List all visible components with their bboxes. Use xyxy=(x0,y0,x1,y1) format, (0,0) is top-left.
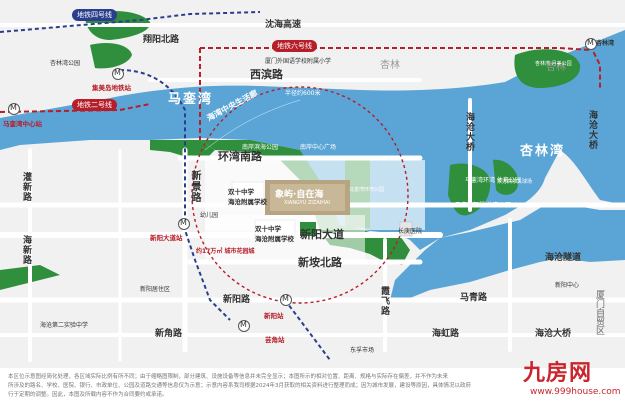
project-tile-inner xyxy=(270,184,345,211)
island-north xyxy=(514,49,581,88)
road-label-maxiang: 翔阳北路 xyxy=(143,35,180,45)
project-name: 象屿·自在海 xyxy=(275,190,324,200)
metro-pill-line-4: 地铁四号线 xyxy=(72,9,117,21)
road-label-huanwan-south: 环湾南路 xyxy=(218,150,262,163)
road-label-xinan-north: 新垵北路 xyxy=(298,256,342,269)
metro-line-6 xyxy=(200,47,591,51)
poi-kindergarten: 幼儿园 xyxy=(200,212,219,219)
metro-station-east-icon xyxy=(585,38,597,50)
poi-south-plaza: 南岸中心广场 xyxy=(300,144,337,151)
metro-station-yuanbo-icon xyxy=(280,294,292,306)
road-label-xinjing: 新景路 xyxy=(189,170,200,203)
metro-station-xinjiao-icon xyxy=(238,320,250,332)
disclaimer-line-3: 行于定期的调整。因此，本图及所载内容不作为合同要约或承诺。 xyxy=(8,392,168,398)
poi-east-sports: 马銮湾智慧 体育公园 xyxy=(455,202,511,209)
sea-label-xinglin-bay: 杏林湾 xyxy=(520,144,566,159)
poi-school-1b: 海沧附属学校 xyxy=(228,198,267,206)
poi-haicang-south: 新阳居住区 xyxy=(140,286,171,293)
disclaimer-line-1: 本区位示意图经简化处理，各区域实际比例有所不同；由于缩略图限制，部分建筑、设施设… xyxy=(8,374,449,380)
road-label-xiafei: 霞飞路 xyxy=(379,286,389,316)
sea-label-maluan: 马銮湾 xyxy=(168,92,214,107)
poi-east-commercial: 新阳中心 xyxy=(555,282,580,289)
road-label-xinyang-road: 新阳路 xyxy=(223,295,251,305)
poi-xinglin-community: 杏林湾公园 xyxy=(50,60,81,67)
station-label-maluan: 马銮湾中心站 xyxy=(3,120,42,128)
poi-minsheng: 东孚市场 xyxy=(350,347,375,354)
project-subname: XIANGYU ZIZAIHAI xyxy=(284,200,330,206)
coast-label-path xyxy=(204,99,301,151)
station-label-jimei: 集美岛地铁站 xyxy=(92,84,131,92)
poi-school-2: 双十中学 xyxy=(255,225,281,233)
poi-coastal-park: 南岸滨海公园 xyxy=(242,144,279,151)
station-label-yuanbo: 新阳站 xyxy=(264,312,284,320)
watermark-logo: 九房网 xyxy=(523,361,593,386)
metro-line-2 xyxy=(0,103,151,113)
metro-station-jimei-icon xyxy=(112,68,124,80)
poi-xiamen-school: 厦门外国语学校附属小学 xyxy=(265,58,332,65)
road-label-haicang-tunnel: 海沧隧道 xyxy=(545,253,582,263)
metro-line-4 xyxy=(0,11,261,33)
island-small xyxy=(493,159,519,195)
radius-label: 半径约600米 xyxy=(285,90,321,97)
poi-school-1: 双十中学 xyxy=(228,188,254,196)
school-block-1 xyxy=(231,181,265,205)
road-label-shuanggu: 马青路 xyxy=(460,293,488,303)
road-label-xibin: 西滨路 xyxy=(250,68,283,81)
metro-line-2-loop xyxy=(119,69,231,321)
west-green-2 xyxy=(90,43,132,69)
road-label-haicang-bridge: 海沧大桥 xyxy=(535,329,572,339)
metro-station-maluan-icon xyxy=(8,103,20,115)
poi-walk-park: 约17万㎡ 城市花园城 xyxy=(196,248,255,255)
poi-north-park: 杏林湾 月美公园 xyxy=(535,61,572,67)
watermark-url: www.999house.com xyxy=(530,387,621,397)
road-label-haicang-ave-v: 海沧大桥 xyxy=(464,112,474,152)
road-label-shenhai: 沈海高速 xyxy=(265,20,302,30)
road-label-haicang-ave-v2: 海沧大桥 xyxy=(587,110,597,150)
metro-pill-line-6: 地铁六号线 xyxy=(272,40,317,52)
station-label-xinjiao: 芸角站 xyxy=(265,336,285,344)
school-block-2 xyxy=(254,219,296,239)
metro-line-haixin xyxy=(284,299,331,361)
metro-pill-line-2: 地铁二号线 xyxy=(72,99,117,111)
poi-huanwan-park: 马銮湾环湾公园 xyxy=(349,187,385,193)
airport-label: 厦门自贸区 xyxy=(594,290,604,335)
hospital-block xyxy=(399,221,413,237)
road-label-haihong: 海虹路 xyxy=(432,329,460,339)
radius-circle xyxy=(191,86,409,304)
road-label-jingshan: 灌新路 xyxy=(21,172,31,202)
station-label-xinyang: 新阳大道站 xyxy=(150,234,183,242)
park-mini-1 xyxy=(300,222,316,236)
poi-xiamen-bridge: 东方高尔夫球场 xyxy=(497,179,533,185)
river-water xyxy=(390,205,625,300)
station-label-east: 杏林湾 xyxy=(596,40,615,47)
poi-school-2b: 海沧附属学校 xyxy=(255,235,294,243)
xinglin-bay-water xyxy=(540,55,625,205)
road-label-xinyang-ave: 新阳大道 xyxy=(300,228,344,241)
footer-bg xyxy=(0,368,625,405)
poi-haicang-school: 海沧第二实验中学 xyxy=(40,322,89,329)
road-label-xinjiao: 新角路 xyxy=(155,329,183,339)
area-label-xinglin: 杏林 xyxy=(380,60,400,71)
poi-changgeng: 长庚医院 xyxy=(398,228,423,235)
road-label-haicang-v: 海新路 xyxy=(21,235,31,265)
area-label-xinglin-2: 杏林 xyxy=(546,62,566,73)
metro-station-xinyang-icon xyxy=(178,218,190,230)
poi-east-park: 马銮湾环湾 体育公园 xyxy=(465,177,521,184)
disclaimer-line-2: 所涉及的路名、学校、医院、银行、市政单位、公园及道路交通等信息仅为示意；示意内容… xyxy=(8,383,472,389)
